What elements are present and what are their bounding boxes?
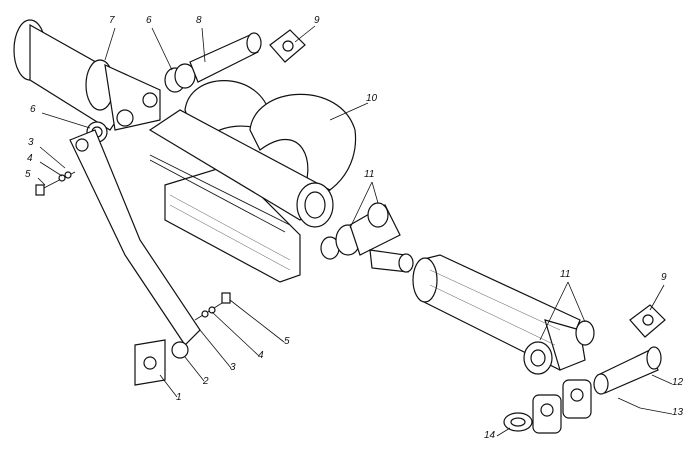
bolt-set-left	[35, 171, 76, 196]
plates-and-washer	[503, 379, 641, 434]
callout-9: 9	[661, 272, 667, 283]
callout-11: 11	[560, 269, 571, 280]
link-lever	[69, 129, 201, 386]
pin-12	[593, 346, 662, 395]
callout-8: 8	[196, 15, 202, 26]
callout-3: 3	[230, 362, 236, 373]
lever-arm-7	[13, 19, 161, 131]
callout-9: 9	[314, 15, 320, 26]
callout-3: 3	[28, 137, 34, 148]
fastener-9-top	[269, 29, 306, 63]
bearing-11-right	[575, 320, 595, 346]
callout-5: 5	[25, 169, 31, 180]
leader-lines	[37, 25, 673, 437]
fastener-9-right	[629, 304, 666, 338]
callout-4: 4	[27, 153, 33, 164]
callout-4: 4	[258, 350, 264, 361]
callout-6: 6	[146, 15, 152, 26]
hydraulic-cylinder	[412, 254, 586, 375]
callout-1: 1	[176, 392, 182, 403]
auger-part-10	[148, 80, 357, 233]
callout-14: 14	[484, 430, 496, 441]
callout-13: 13	[672, 407, 684, 418]
shaft-with-bearings-11	[320, 202, 414, 273]
pin-8	[189, 32, 262, 83]
callout-5: 5	[284, 336, 290, 347]
callout-6: 6	[30, 104, 36, 115]
callout-12: 12	[672, 377, 684, 388]
callout-2: 2	[203, 376, 209, 387]
callout-11: 11	[364, 169, 375, 180]
callout-10: 10	[366, 93, 378, 104]
bolt-set-right	[194, 292, 231, 321]
callout-7: 7	[109, 15, 115, 26]
